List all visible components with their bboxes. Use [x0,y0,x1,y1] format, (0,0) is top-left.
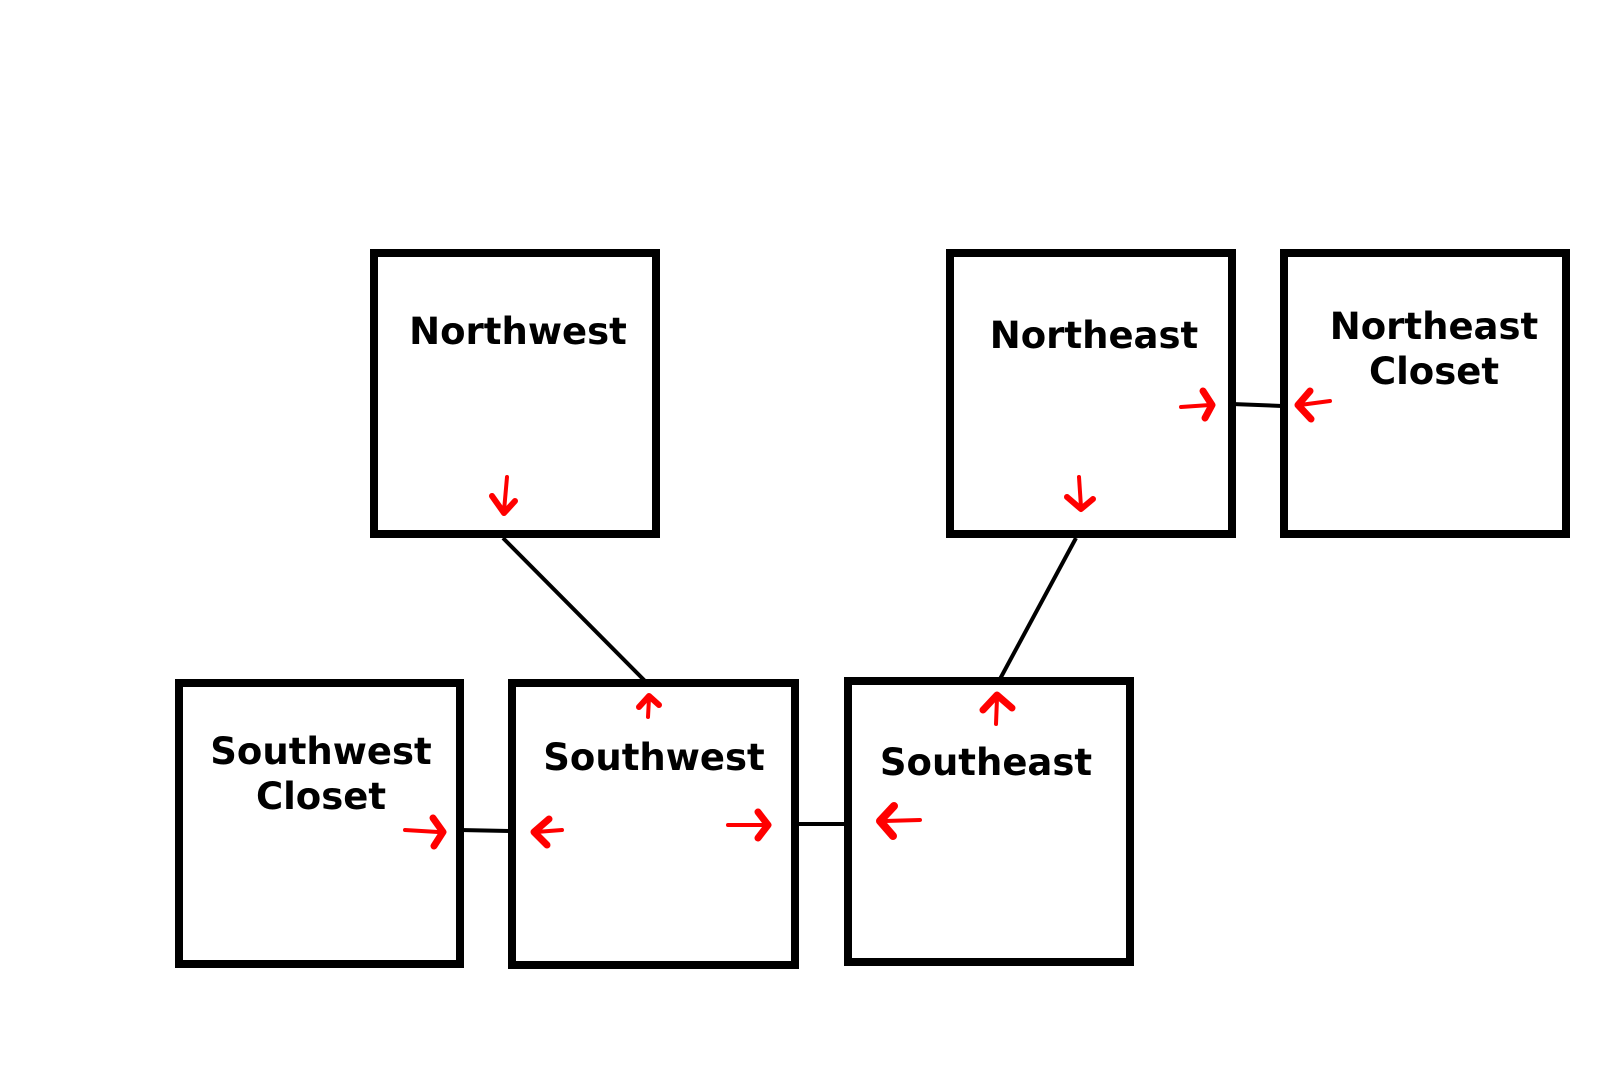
room-southwest-closet: Southwest Closet [175,679,464,968]
room-northeast-box [946,249,1236,538]
room-northeast: Northeast [946,249,1236,538]
connector-northeast-northeast-closet [1231,402,1283,408]
room-northeast-closet: Northeast Closet [1280,249,1570,538]
arrow-up-icon [979,691,1016,726]
room-northwest: Northwest [370,249,660,538]
room-northeast-label: Northeast [990,314,1198,357]
room-southwest-closet-label-line1: Southwest [210,730,431,773]
arrow-left-icon [876,802,922,840]
room-northwest-box [370,249,660,538]
room-southwest-closet-box [175,679,464,968]
room-southwest-label: Southwest [543,736,764,779]
room-northeast-closet-box [1280,249,1570,538]
arrow-right-icon [726,808,772,842]
arrow-down-icon [1064,475,1096,512]
arrow-left-icon [530,815,564,849]
arrow-right-icon [1179,387,1216,422]
arrow-right-icon [403,814,447,850]
room-northeast-closet-label-line2: Closet [1369,350,1499,393]
room-southwest: Southwest [508,679,799,969]
arrow-up-icon [636,693,662,719]
connector-southwest-closet-southwest [459,828,513,833]
arrow-left-icon [1294,387,1332,423]
room-southwest-closet-label-line2: Closet [256,775,386,818]
room-northwest-label: Northwest [409,310,627,353]
connector-northeast-southeast [998,537,1078,680]
room-northeast-closet-label-line1: Northeast [1330,305,1538,348]
arrow-down-icon [489,475,518,516]
room-southeast-label: Southeast [880,741,1092,784]
connector-northwest-southwest [501,536,648,684]
